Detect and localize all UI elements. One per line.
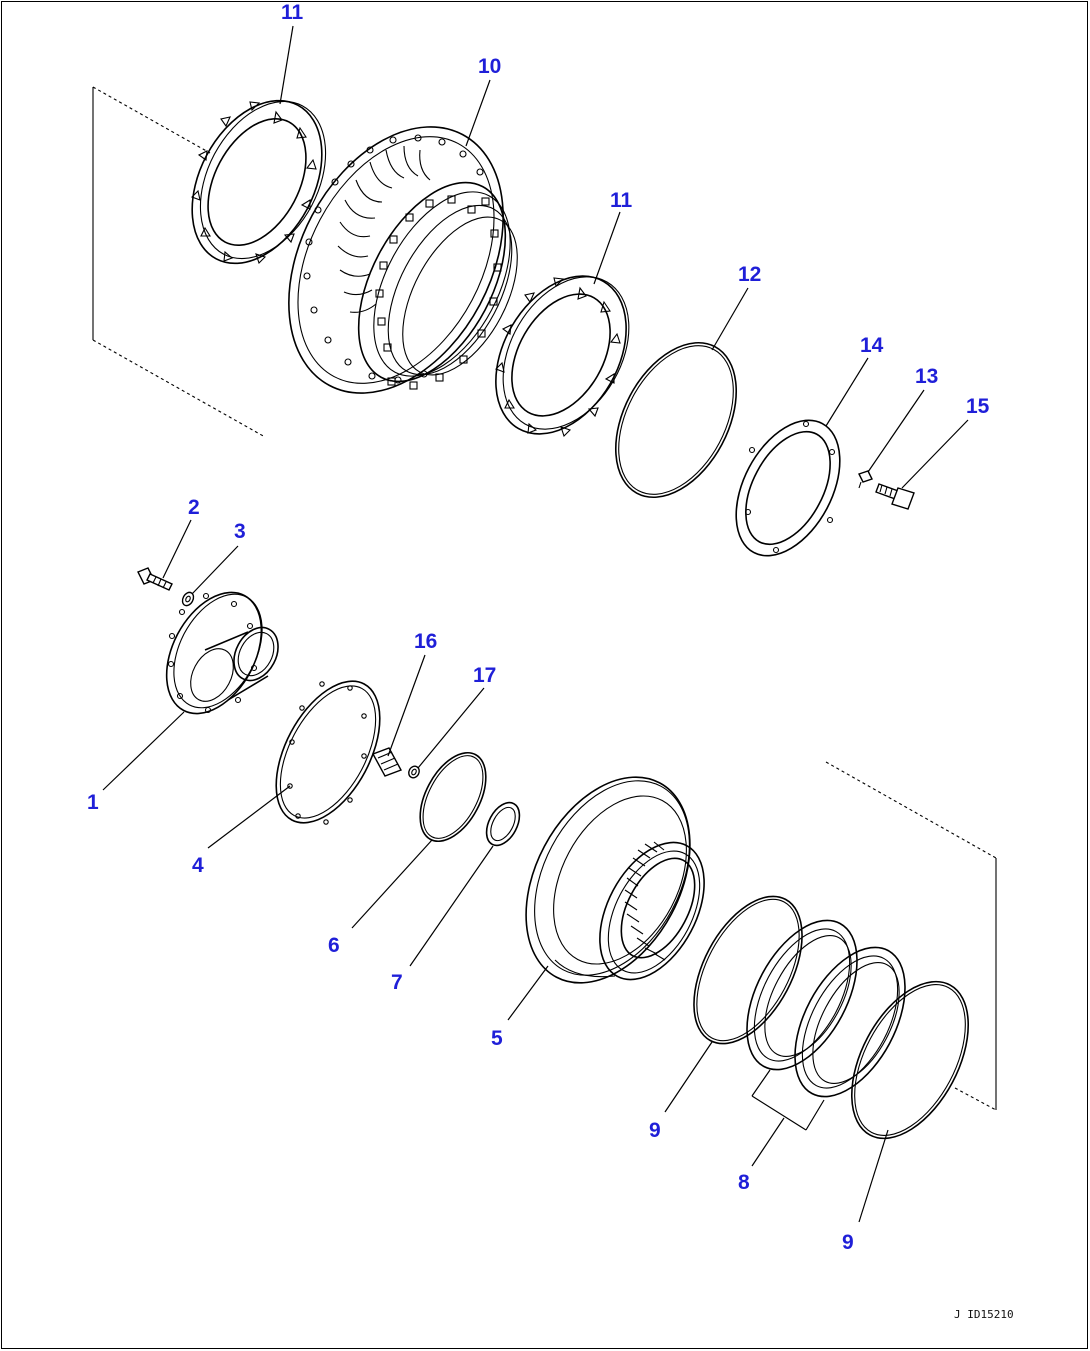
part-11-ring-upper: [191, 99, 327, 265]
part-5-gear-housing: [525, 776, 705, 984]
callout-2: 2: [188, 496, 200, 519]
part-11-ring-lower: [495, 275, 630, 438]
part-17-small-o-ring: [408, 765, 420, 779]
callout-13: 13: [915, 365, 938, 388]
part-14-retainer-plate: [735, 419, 841, 557]
callout-14: 14: [860, 334, 884, 357]
callout-16: 16: [414, 630, 437, 653]
callout-5: 5: [491, 1027, 503, 1050]
callout-11-lower: 11: [610, 189, 633, 212]
callout-15: 15: [966, 395, 990, 418]
callout-17: 17: [473, 664, 496, 687]
lower-group-bracket: [825, 761, 997, 1111]
part-8-seal-pair: [746, 919, 906, 1098]
part-7-snap-ring: [485, 801, 521, 847]
part-3-washer: [181, 591, 195, 607]
callout-9-lower: 9: [842, 1231, 854, 1254]
part-4-gasket: [275, 680, 381, 825]
callout-6: 6: [328, 934, 340, 957]
callout-11-upper: 11: [281, 1, 304, 24]
part-9-o-ring-lower: [850, 980, 970, 1140]
leader-lines: [102, 25, 969, 1223]
part-16-plug: [371, 747, 403, 777]
upper-group-bracket: [92, 86, 266, 438]
part-13-lock-washer: [858, 470, 873, 489]
callout-3: 3: [234, 520, 246, 543]
callout-7: 7: [391, 971, 403, 994]
part-9-o-ring-upper: [693, 895, 803, 1045]
callout-labels: 11 10 11 12 14 13 15 2 3 16 17 1 4 6 7 5…: [87, 1, 990, 1254]
callout-1: 1: [87, 791, 99, 814]
part-6-o-ring: [419, 751, 487, 843]
callout-8: 8: [738, 1171, 750, 1194]
callout-9-upper: 9: [649, 1119, 661, 1142]
callout-4: 4: [192, 854, 204, 877]
callout-10: 10: [478, 55, 501, 78]
part-2-bolt: [137, 567, 173, 591]
figure-id-label: J ID15210: [954, 1308, 1014, 1321]
part-1-cover: [165, 591, 279, 715]
part-12-o-ring: [614, 341, 738, 499]
callout-12: 12: [738, 263, 761, 286]
part-10-hub-carrier: [288, 126, 518, 394]
part-15-bolt: [875, 483, 915, 510]
